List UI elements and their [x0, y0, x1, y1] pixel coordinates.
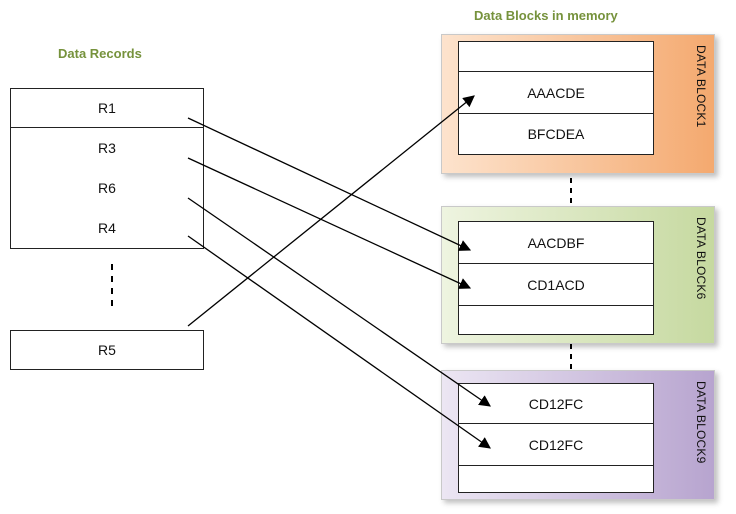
- block9-cell-cd12fc-1: CD12FC: [459, 384, 653, 424]
- data-block-1: AAACDE BFCDEA DATA BLOCK1: [441, 34, 715, 174]
- block6-cell-aacdbf: AACDBF: [459, 222, 653, 264]
- record-r6: R6: [10, 168, 204, 209]
- arrow-r4-to-cd12fc-2: [187, 235, 491, 449]
- data-block-1-label: DATA BLOCK1: [694, 45, 708, 128]
- block6-cell-cd1acd: CD1ACD: [459, 264, 653, 306]
- data-block-6-cells: AACDBF CD1ACD: [458, 221, 654, 335]
- arrow-r1-to-aacdbf: [187, 117, 472, 251]
- arrow-r6-to-cd12fc-1: [187, 197, 491, 407]
- block1-cell-empty: [459, 42, 653, 72]
- arrow-r5-to-aaacde: [187, 95, 475, 327]
- block9-cell-cd12fc-2: CD12FC: [459, 424, 653, 466]
- data-block-1-cells: AAACDE BFCDEA: [458, 41, 654, 155]
- data-block-6: AACDBF CD1ACD DATA BLOCK6: [441, 206, 715, 344]
- record-r4: R4: [10, 208, 204, 249]
- arrow-r3-to-cd1acd: [187, 157, 472, 289]
- data-records-title: Data Records: [58, 46, 142, 61]
- data-block-9-label: DATA BLOCK9: [694, 381, 708, 464]
- record-r1: R1: [10, 88, 204, 128]
- block1-cell-bfcdea: BFCDEA: [527, 126, 585, 142]
- record-r5: R5: [10, 330, 204, 370]
- data-blocks-title: Data Blocks in memory: [474, 8, 618, 23]
- data-block-6-label: DATA BLOCK6: [694, 217, 708, 300]
- block1-cell-aaacde: AAACDE: [459, 72, 653, 114]
